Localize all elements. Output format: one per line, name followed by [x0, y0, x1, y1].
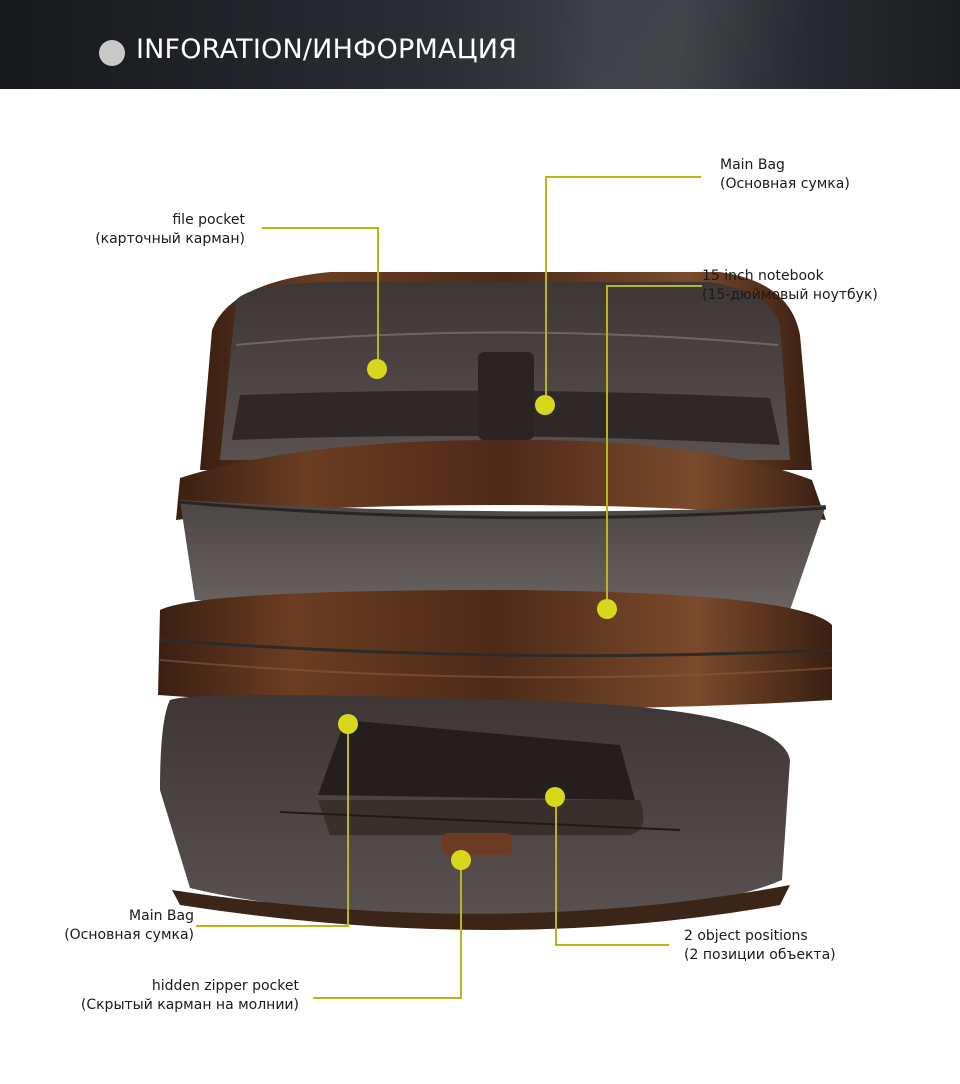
- marker-dot-file-pocket: [367, 359, 387, 379]
- label-en: 15 inch notebook: [702, 268, 824, 284]
- connector-line: [262, 227, 378, 229]
- marker-dot-main-bag-bottom: [338, 714, 358, 734]
- connector-line: [313, 997, 462, 999]
- marker-dot-zipper-pocket: [451, 850, 471, 870]
- marker-dot-object-positions: [545, 787, 565, 807]
- connector-line: [545, 176, 547, 405]
- label-zipper-pocket: hidden zipper pocket (Скрытый карман на …: [81, 977, 299, 1015]
- label-notebook: 15 inch notebook (15-дюймовый ноутбук): [702, 267, 878, 305]
- zipper-line: [279, 811, 681, 831]
- label-ru: (Основная сумка): [720, 176, 850, 192]
- label-ru: (2 позиции объекта): [684, 947, 836, 963]
- connector-line: [545, 176, 701, 178]
- label-main-bag-bottom: Main Bag (Основная сумка): [64, 907, 194, 945]
- bullet-circle-icon: [99, 40, 125, 66]
- label-ru: (Основная сумка): [64, 927, 194, 943]
- connector-line: [606, 285, 608, 609]
- page-title: INFORATION/ИНФОРМАЦИЯ: [136, 34, 518, 65]
- notebook-compartment-lining: [180, 500, 826, 614]
- label-main-bag-top: Main Bag (Основная сумка): [720, 156, 850, 194]
- banner-background-photo: [560, 0, 860, 89]
- label-en: hidden zipper pocket: [151, 978, 299, 994]
- inner-sleeve: [318, 720, 635, 800]
- handle-strap: [478, 352, 534, 440]
- label-ru: (карточный карман): [95, 231, 245, 247]
- notebook-compartment-rim: [176, 439, 826, 520]
- label-object-positions: 2 object positions (2 позиции объекта): [684, 927, 836, 965]
- marker-dot-notebook: [597, 599, 617, 619]
- connector-line: [555, 944, 669, 946]
- label-file-pocket: file pocket (карточный карман): [95, 211, 245, 249]
- connector-line: [460, 860, 462, 998]
- label-en: 2 object positions: [684, 928, 808, 944]
- marker-dot-main-bag-top: [535, 395, 555, 415]
- label-en: file pocket: [172, 212, 245, 228]
- connector-line: [606, 285, 702, 287]
- lower-compartment-rim: [158, 590, 832, 709]
- label-en: Main Bag: [720, 157, 785, 173]
- connector-line: [347, 724, 349, 927]
- zipper-pull-tab: [442, 833, 512, 855]
- label-ru: (15-дюймовый ноутбук): [702, 287, 878, 303]
- connector-line: [196, 925, 349, 927]
- label-en: Main Bag: [129, 908, 194, 924]
- connector-line: [555, 797, 557, 945]
- label-ru: (Скрытый карман на молнии): [80, 997, 299, 1013]
- connector-line: [377, 227, 379, 369]
- header-banner: INFORATION/ИНФОРМАЦИЯ: [0, 0, 960, 89]
